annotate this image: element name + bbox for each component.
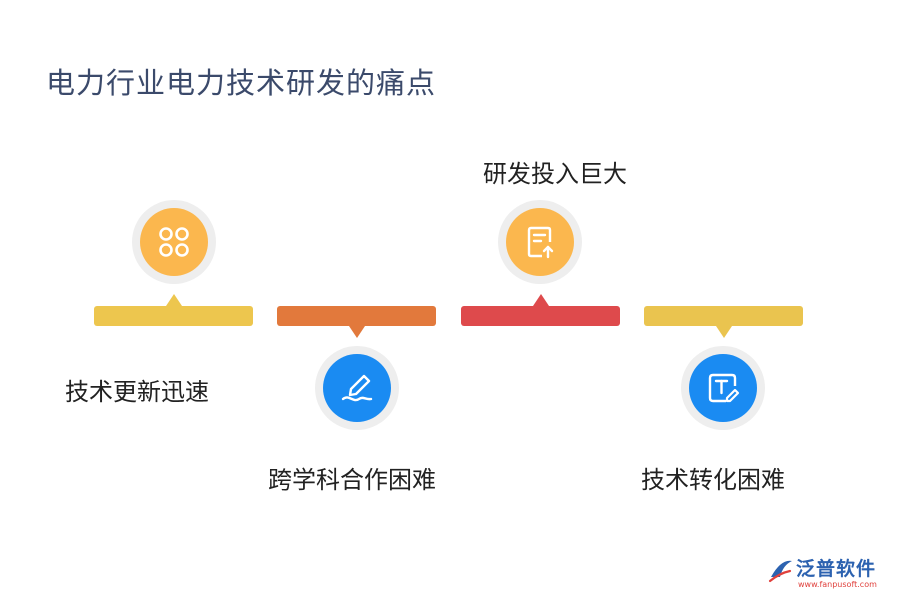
timeline-segment-1 xyxy=(94,294,253,326)
segment-pointer-down xyxy=(348,326,365,338)
item-label-1: 技术更新迅速 xyxy=(65,378,209,406)
grid-circles-icon xyxy=(159,227,189,257)
brand-logo-url: www.fanpusoft.com xyxy=(798,580,877,589)
icon-badge-2 xyxy=(315,346,399,430)
item-label-2: 跨学科合作困难 xyxy=(268,466,436,494)
pen-signature-icon xyxy=(341,374,373,402)
brand-logo: 泛普软件 www.fanpusoft.com xyxy=(768,555,894,595)
icon-badge-fill xyxy=(689,354,757,422)
brand-logo-icon xyxy=(768,560,792,583)
brand-logo-name: 泛普软件 xyxy=(796,558,877,580)
icon-badge-1 xyxy=(132,200,216,284)
icon-badge-4 xyxy=(681,346,765,430)
icon-badge-fill xyxy=(506,208,574,276)
text-edit-icon xyxy=(708,373,740,403)
item-label-3: 研发投入巨大 xyxy=(483,160,627,188)
timeline-segment-4 xyxy=(644,306,803,338)
icon-badge-fill xyxy=(140,208,208,276)
timeline-segment-2 xyxy=(277,306,436,338)
icon-badge-fill xyxy=(323,354,391,422)
segment-pointer-down xyxy=(715,326,732,338)
document-upload-icon xyxy=(527,226,554,259)
page-title: 电力行业电力技术研发的痛点 xyxy=(46,66,437,100)
item-label-4: 技术转化困难 xyxy=(641,466,785,494)
segment-pointer-up xyxy=(532,294,549,306)
segment-pointer-up xyxy=(165,294,182,306)
icon-badge-3 xyxy=(498,200,582,284)
timeline-segment-3 xyxy=(461,294,620,326)
